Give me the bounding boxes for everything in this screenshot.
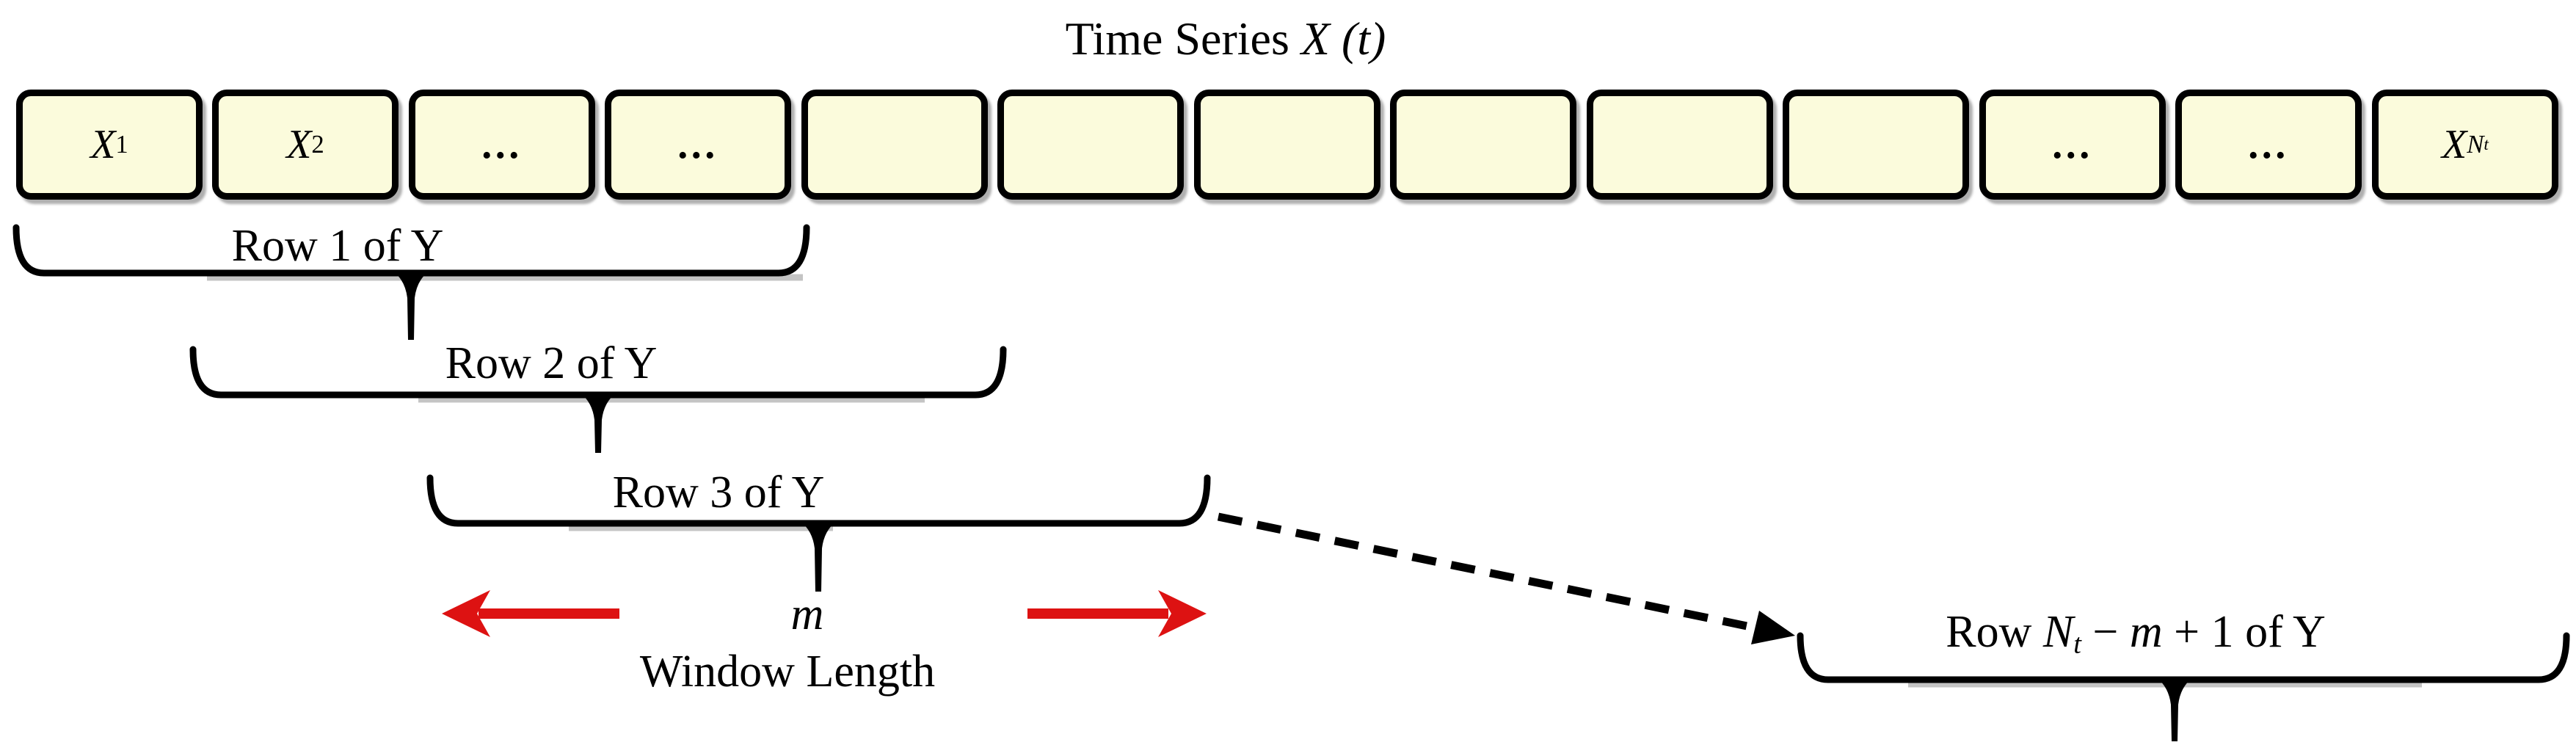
window-length-label: Window Length: [639, 647, 936, 697]
row-1-label: Row 1 of Y: [231, 221, 444, 271]
series-box-12: ...: [2175, 90, 2362, 200]
brace-4-tail: [2157, 678, 2192, 741]
row-3-label: Row 3 of Y: [612, 468, 825, 517]
series-box-7: [1194, 90, 1380, 200]
brace-1-tail: [393, 272, 429, 340]
brace-row-1: [12, 224, 810, 340]
row-last-label: Row Nt − m + 1 of Y: [1946, 607, 2326, 660]
brace-row-2: [189, 346, 1007, 453]
series-box-6: [997, 90, 1184, 200]
brace-row-last: [1797, 632, 2570, 741]
window-length-m-label: m: [790, 589, 824, 639]
dashed-arrowhead: [1751, 611, 1795, 644]
series-box-8: [1390, 90, 1576, 200]
window-extend-left-arrow: [442, 590, 619, 637]
window-extend-right-arrow: [1027, 590, 1207, 637]
series-box-4: ...: [605, 90, 791, 200]
series-box-10: [1783, 90, 1969, 200]
diagram-title: Time Series X (t): [1065, 12, 1386, 65]
dashed-connector-arrow: [1217, 512, 1795, 644]
row-2-label: Row 2 of Y: [445, 338, 658, 388]
brace-row-3: [426, 474, 1211, 592]
brace-3-tail: [801, 522, 836, 592]
series-box-9: [1587, 90, 1773, 200]
brace-2-tail: [581, 393, 616, 453]
series-box-5: [801, 90, 988, 200]
series-box-3: ...: [409, 90, 595, 200]
series-box-11: ...: [1979, 90, 2166, 200]
